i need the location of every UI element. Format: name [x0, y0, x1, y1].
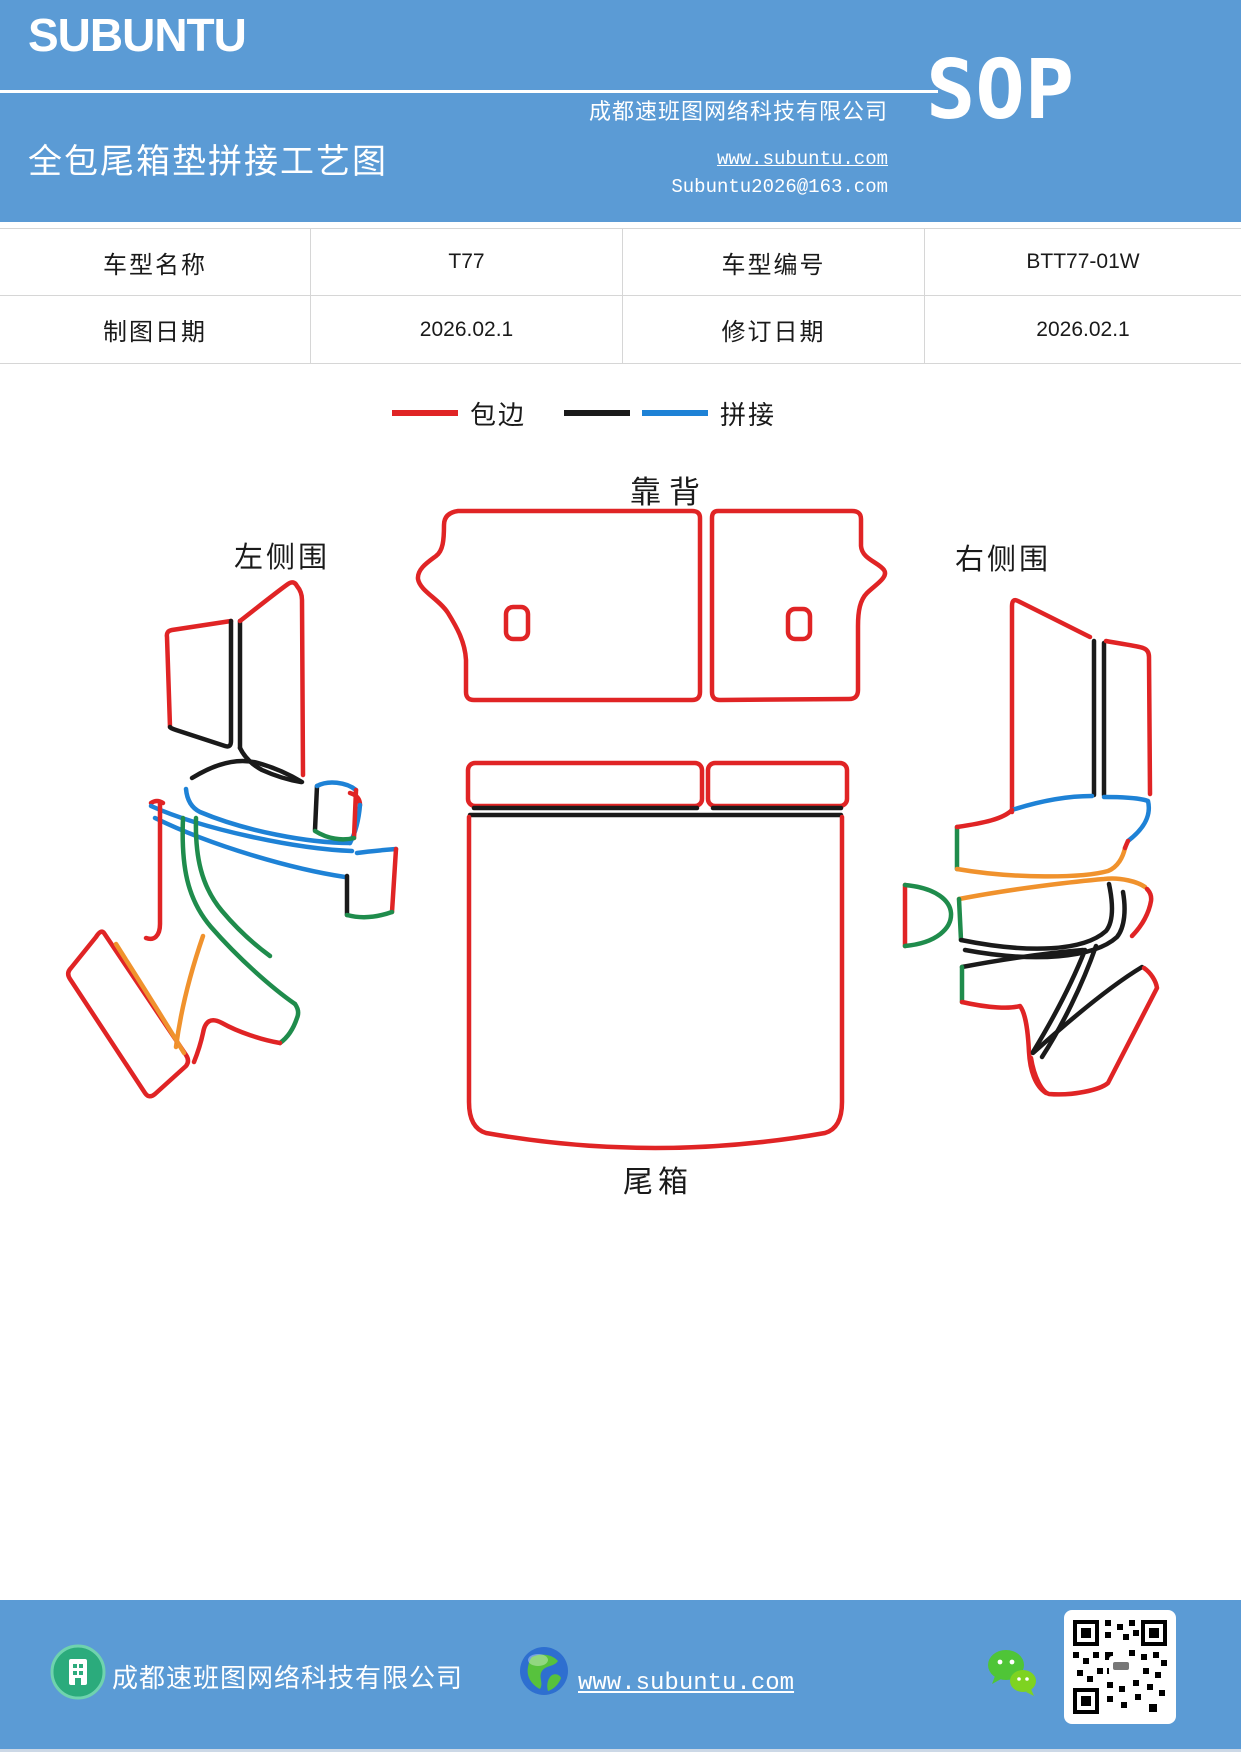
legend-swatch-splice-black [564, 410, 631, 416]
right-side-group [902, 597, 1160, 1097]
sop-badge: SOP [926, 43, 1075, 138]
left-side-group [66, 580, 399, 1099]
qr-code [1064, 1610, 1176, 1724]
label-left-side: 左侧围 [234, 542, 331, 574]
legend-swatch-splice-blue [642, 410, 709, 416]
trunk-flap-left [465, 760, 705, 811]
legend-swatch-edge [392, 410, 458, 416]
header-company-name: 成都速班图网络科技有限公司 [588, 99, 888, 124]
table-label-model-code: 车型编号 [623, 229, 925, 296]
header-website-link[interactable]: www.subuntu.com [716, 148, 888, 170]
backrest-left-piece [415, 508, 703, 703]
trunk-main-piece [466, 812, 845, 1151]
table-value-model-name: T77 [311, 229, 623, 296]
table-label-draw-date: 制图日期 [0, 296, 311, 363]
legend-label-edge: 包边 [470, 400, 527, 430]
header-band [0, 0, 1241, 222]
footer-bottom-line [0, 1749, 1241, 1752]
table-value-draw-date: 2026.02.1 [311, 296, 623, 363]
footer-band [0, 1600, 1241, 1749]
backrest-right-piece [709, 508, 888, 703]
footer-company-name: 成都速班图网络科技有限公司 [112, 1664, 464, 1693]
header-email: Subuntu2026@163.com [671, 176, 888, 198]
legend-label-splice: 拼接 [720, 400, 777, 430]
label-backrest: 靠背 [630, 475, 708, 510]
header-divider [0, 90, 938, 93]
table-value-model-code: BTT77-01W [925, 229, 1241, 296]
wechat-icon [988, 1650, 1036, 1696]
building-icon [50, 1644, 106, 1700]
brand-logo: SUBUNTU [28, 9, 247, 61]
legend: 包边 拼接 [392, 397, 790, 430]
label-right-side: 右侧围 [955, 544, 1052, 576]
globe-icon [520, 1647, 568, 1695]
footer-website-link[interactable]: www.subuntu.com [578, 1670, 795, 1697]
table-label-revise-date: 修订日期 [623, 296, 925, 363]
vehicle-info-table: 车型名称 T77 车型编号 BTT77-01W 制图日期 2026.02.1 修… [0, 228, 1241, 364]
table-label-model-name: 车型名称 [0, 229, 311, 296]
label-trunk: 尾箱 [623, 1166, 693, 1199]
table-value-revise-date: 2026.02.1 [1036, 317, 1130, 341]
page-title: 全包尾箱垫拼接工艺图 [28, 144, 388, 181]
trunk-flap-right [705, 760, 850, 811]
